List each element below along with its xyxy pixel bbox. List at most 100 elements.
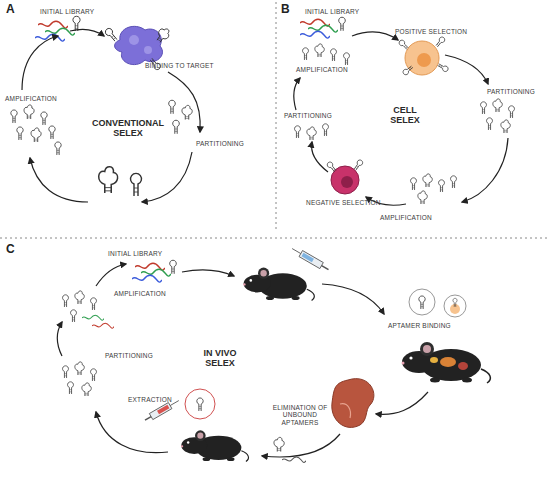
library-strand	[35, 34, 65, 41]
panel-letter: C	[6, 243, 15, 257]
partitioned-aptamer	[487, 118, 493, 130]
cycle-arrow	[262, 434, 340, 457]
cycle-arrow	[182, 270, 234, 276]
amplified-aptamer	[344, 53, 350, 65]
amplified-aptamer	[418, 191, 427, 204]
bound-aptamer	[104, 27, 119, 43]
syringe	[290, 246, 330, 273]
cycle-arrow	[30, 158, 88, 202]
amplified-aptamer	[49, 126, 55, 139]
step-label: APTAMER BINDING	[388, 322, 451, 329]
bound-aptamer	[398, 39, 410, 51]
library-strand	[132, 275, 162, 282]
syringe-needle	[292, 249, 301, 254]
step-label: PARTITIONING	[487, 88, 535, 95]
partitioned-aptamer	[501, 120, 510, 133]
partitioned-aptamer	[173, 120, 180, 134]
step-label: PARTITIONING	[196, 140, 244, 147]
cycle-arrow	[22, 36, 58, 90]
zoom-bubble	[444, 295, 466, 317]
amplified-aptamer	[315, 44, 324, 57]
step-label: AMPLIFICATION	[5, 95, 57, 102]
bound-aptamer	[402, 64, 414, 75]
cycle-arrow	[168, 72, 200, 132]
kidney	[332, 379, 374, 428]
cycle-arrow	[96, 412, 168, 453]
amplified-aptamer	[331, 49, 337, 61]
cell-nucleus	[341, 176, 353, 188]
organ-liver	[440, 357, 456, 367]
partitioned-aptamer	[169, 100, 176, 114]
distribution-mouse	[402, 342, 491, 383]
step-label: INITIAL LIBRARY	[305, 8, 359, 15]
cycle-arrow	[352, 32, 398, 40]
library-aptamer	[73, 16, 80, 31]
library-aptamer	[339, 17, 346, 31]
cycle-arrow	[462, 138, 508, 202]
panel-letter: A	[6, 3, 15, 17]
cycle-arrow	[96, 264, 126, 286]
eliminated-strand	[282, 457, 306, 463]
syringe-liquid	[157, 405, 169, 414]
cycle-arrow	[322, 284, 384, 314]
amplified-aptamer	[439, 180, 445, 192]
library-strand	[38, 21, 68, 28]
partitioned-aptamer	[307, 127, 316, 140]
amplified-aptamer	[71, 310, 77, 322]
step-label: PARTITIONING	[284, 112, 332, 119]
partitioned-aptamer	[82, 383, 91, 396]
amplified-aptamer	[411, 178, 417, 190]
step-label: BINDING TO TARGET	[145, 62, 214, 69]
partitioned-aptamer	[493, 99, 502, 112]
bound-aptamer	[453, 298, 457, 307]
cycle-arrow	[142, 152, 192, 202]
zoom-bubble	[409, 289, 435, 315]
amplified-aptamer	[24, 105, 34, 119]
bound-aptamer	[434, 36, 445, 48]
extraction-mouse	[181, 430, 249, 461]
cycle-arrow	[70, 29, 104, 36]
organ-heart	[458, 362, 468, 370]
partitioned-aptamer	[182, 105, 192, 119]
step-label: EXTRACTION	[128, 396, 172, 403]
extracted-aptamer	[197, 398, 203, 411]
partitioned-aptamer	[509, 106, 515, 118]
protein-domain	[129, 35, 139, 45]
cycle-title: CELL SELEX	[380, 105, 430, 126]
cycle-title: CONVENTIONAL SELEX	[86, 118, 170, 139]
amplified-aptamer	[303, 48, 309, 60]
panel-letter: B	[281, 3, 290, 17]
selected-aptamer	[99, 167, 118, 193]
selected-aptamer	[131, 173, 142, 196]
partitioned-aptamer	[481, 102, 487, 114]
amplified-aptamer	[11, 110, 17, 123]
syringe-barrel	[149, 403, 172, 420]
syringe-plunger	[145, 417, 151, 421]
library-strand	[141, 269, 171, 276]
partitioned-aptamer	[91, 369, 97, 381]
amplified-aptamer	[55, 142, 61, 155]
ureter	[340, 404, 351, 418]
bound-aptamer	[419, 296, 425, 309]
amplified-aptamer	[91, 298, 97, 310]
cell-selex-art	[294, 17, 515, 205]
syringe-liquid	[302, 253, 314, 262]
cycle-title: IN VIVO SELEX	[193, 348, 248, 369]
partitioned-aptamer	[63, 366, 69, 378]
step-label: NEGATIVE SELECTION	[306, 199, 381, 206]
organ-tissue	[430, 357, 438, 363]
zoom-bubble	[185, 389, 215, 419]
step-label: ELIMINATION OF UNBOUND APTAMERS	[265, 404, 335, 426]
cycle-arrow	[294, 78, 300, 110]
amplified-strand	[82, 315, 104, 320]
step-label: PARTITIONING	[105, 352, 153, 359]
cycle-arrow	[445, 55, 488, 84]
library-strand	[308, 25, 338, 32]
amplified-aptamer	[451, 176, 457, 188]
partitioned-aptamer	[295, 126, 301, 138]
amplified-strand	[92, 323, 114, 328]
step-label: AMPLIFICATION	[114, 290, 166, 297]
